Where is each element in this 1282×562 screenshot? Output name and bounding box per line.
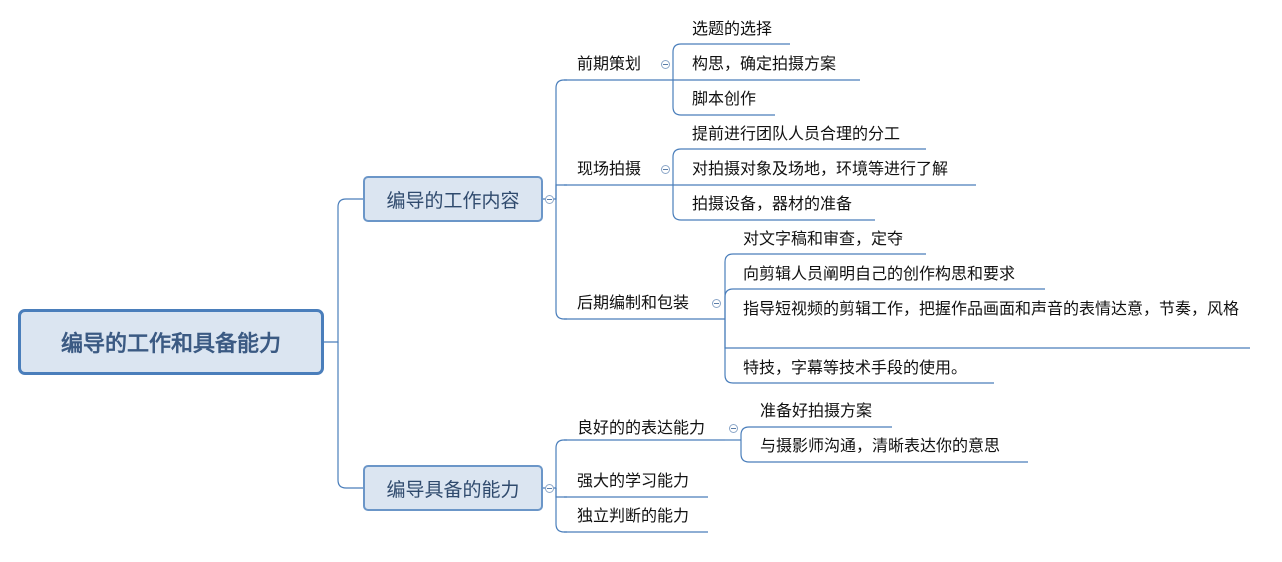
collapse-toggle-icon[interactable] [545,484,554,493]
connector-to-expression [543,439,567,489]
subtopic-judgment[interactable]: 独立判断的能力 [577,506,690,525]
connector-leaf-script [672,80,775,116]
collapse-toggle-icon[interactable] [661,60,670,69]
connector-to-planning [543,79,567,200]
leaf-topic[interactable]: 对文字稿和审查，定夺 [743,229,904,248]
connector-leaf-guide [724,319,1250,349]
connector-leaf-communicate [740,440,1028,463]
connector-leaf-equipment [672,185,875,221]
branch-work-content[interactable]: 编导的工作内容 [363,176,543,222]
subtopic-learning[interactable]: 强大的学习能力 [577,471,690,490]
leaf-topic[interactable]: 对拍摄对象及场地，环境等进行了解 [692,159,949,178]
leaf-topic[interactable]: 指导短视频的剪辑工作，把握作品画面和声音的表情达意，节奏，风格 [743,299,1240,318]
collapse-toggle-icon[interactable] [712,299,721,308]
collapse-toggle-icon[interactable] [545,195,554,204]
connector-to-judgment [555,488,567,533]
connector-leaf-topic-select [672,43,790,80]
leaf-topic[interactable]: 提前进行团队人员合理的分工 [692,124,901,143]
connector-leaf-division [672,148,926,185]
subtopic-planning[interactable]: 前期策划 [577,54,642,73]
leaf-topic[interactable]: 脚本创作 [692,89,757,108]
connector-to-learning [555,488,567,498]
leaf-topic[interactable]: 选题的选择 [692,19,773,38]
collapse-toggle-icon[interactable] [729,424,738,433]
connector-root-to-abilities [337,342,363,489]
subtopic-expression[interactable]: 良好的的表达能力 [577,418,706,437]
subtopic-shooting[interactable]: 现场拍摄 [577,159,642,178]
leaf-topic[interactable]: 拍摄设备，器材的准备 [692,194,853,213]
leaf-topic[interactable]: 特技，字幕等技术手段的使用。 [743,358,968,377]
connector-leaf-review [724,253,926,319]
branch-abilities[interactable]: 编导具备的能力 [363,465,543,511]
connector-to-shooting [555,184,567,199]
leaf-topic[interactable]: 与摄影师沟通，清晰表达你的意思 [760,436,1001,455]
connector-leaf-explain [724,288,1045,319]
leaf-topic[interactable]: 构思，确定拍摄方案 [692,54,837,73]
subtopic-post-production[interactable]: 后期编制和包装 [577,293,690,312]
leaf-topic[interactable]: 准备好拍摄方案 [760,401,873,420]
connector-to-post [555,199,567,320]
connector-leaf-plan [740,426,892,440]
root-topic[interactable]: 编导的工作和具备能力 [18,309,324,375]
collapse-toggle-icon[interactable] [661,165,670,174]
leaf-topic[interactable]: 向剪辑人员阐明自己的创作构思和要求 [743,264,1016,283]
connector-root-to-work-content [324,198,363,343]
connector-leaf-effects [724,319,994,384]
